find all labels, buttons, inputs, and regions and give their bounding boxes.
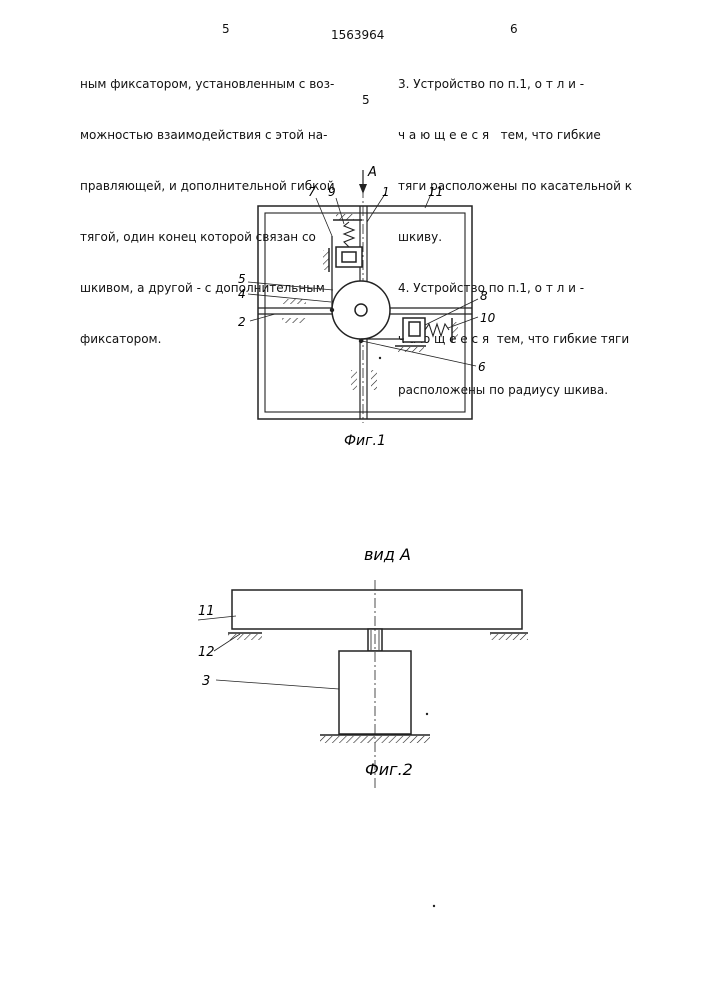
label-3: 3: [202, 674, 210, 689]
figure-2-title: вид A: [364, 545, 411, 564]
support-right-hatch: [490, 634, 528, 640]
support-left-hatch: [228, 634, 262, 640]
label-11-fig2: 11: [198, 604, 215, 619]
label-12: 12: [198, 645, 215, 660]
figure-2-caption: Фиг.2: [365, 760, 413, 779]
platform-11: [232, 590, 522, 629]
ground-hatch: [320, 736, 430, 743]
